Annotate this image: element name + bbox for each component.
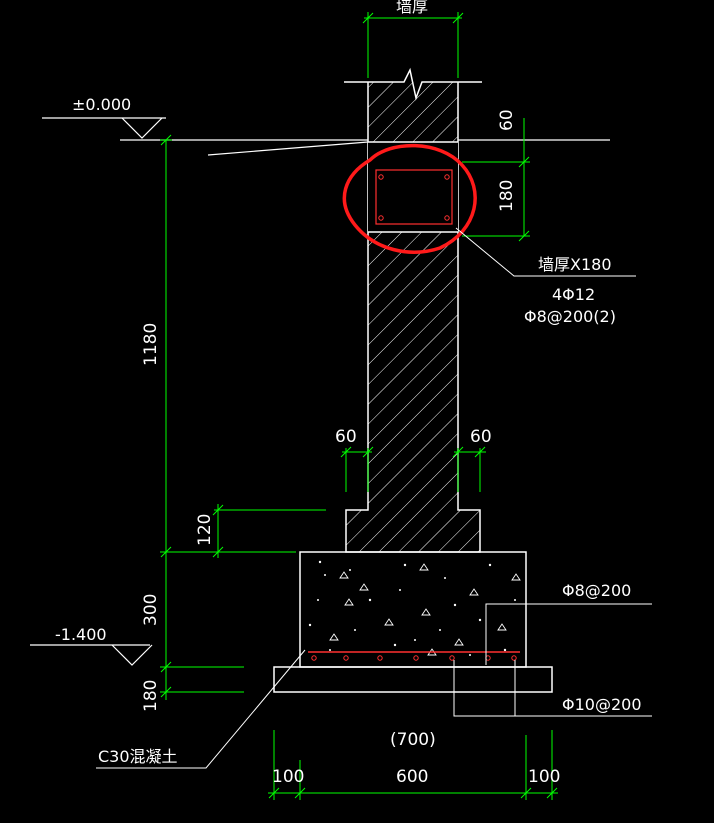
dimension-lines xyxy=(160,12,558,800)
leader-lines xyxy=(96,227,652,769)
dim-180-beam: 180 xyxy=(497,180,517,212)
beam-bar xyxy=(378,215,384,221)
dim-60-top: 60 xyxy=(497,109,517,131)
dim-100-right: 100 xyxy=(528,767,560,787)
dim-180-base: 180 xyxy=(141,680,161,712)
ring-beam xyxy=(368,141,458,233)
annotation-circle xyxy=(342,143,477,254)
beam-stirrup xyxy=(375,169,453,225)
beam-size-label: 墙厚X180 xyxy=(538,255,612,274)
concrete-grade-label: C30混凝土 xyxy=(98,747,178,766)
dim-1180: 1180 xyxy=(141,323,161,366)
beam-bar xyxy=(444,174,450,180)
concrete-footing xyxy=(299,551,527,668)
dim-60-left: 60 xyxy=(335,427,357,447)
grade-line xyxy=(120,139,610,156)
elevation-neg-label: -1.400 xyxy=(55,625,107,644)
beam-bar xyxy=(444,215,450,221)
elevation-marker-neg xyxy=(30,644,153,666)
elevation-zero-label: ±0.000 xyxy=(72,95,131,114)
dim-100-left: 100 xyxy=(272,767,304,787)
dim-120: 120 xyxy=(195,514,215,546)
beam-bar xyxy=(378,174,384,180)
rebar-top-label: Φ8@200 xyxy=(562,581,631,600)
dim-60-right: 60 xyxy=(470,427,492,447)
wall-thickness-label: 墙厚 xyxy=(396,0,428,16)
dim-300: 300 xyxy=(141,594,161,626)
rebar-bottom-label: Φ10@200 xyxy=(562,695,642,714)
beam-main-bars-label: 4Φ12 xyxy=(552,285,595,304)
beam-stirrups-label: Φ8@200(2) xyxy=(524,307,616,326)
elevation-marker-zero xyxy=(42,117,166,139)
bedding-layer xyxy=(273,666,553,693)
dim-700: (700) xyxy=(390,730,436,750)
dim-600: 600 xyxy=(396,767,428,787)
